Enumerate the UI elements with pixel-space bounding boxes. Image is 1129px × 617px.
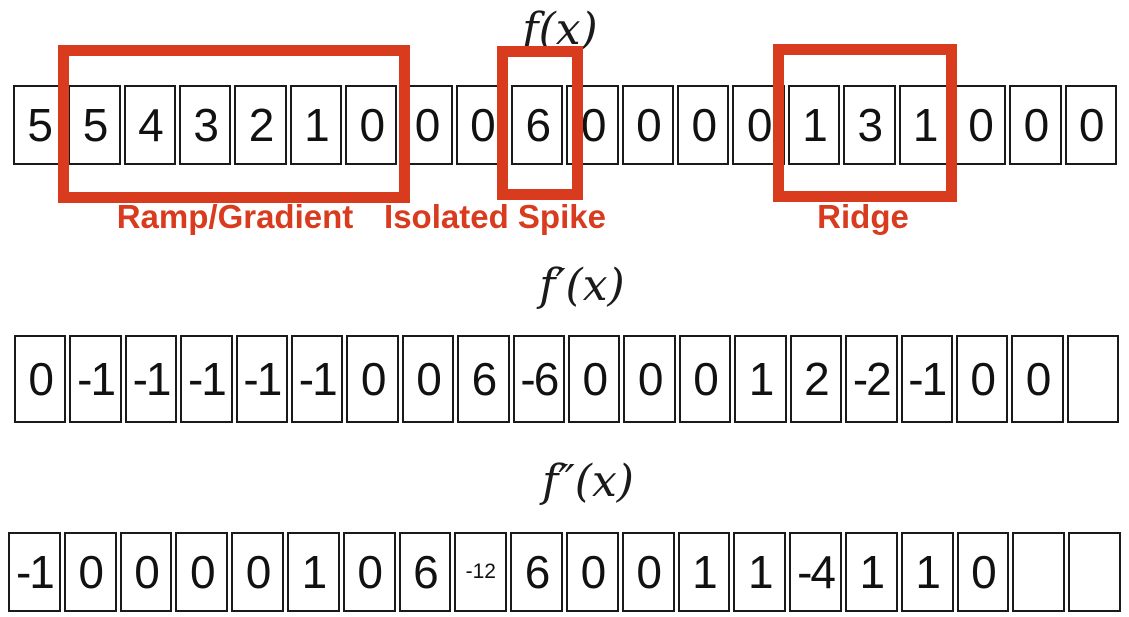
cell: 1: [677, 532, 731, 612]
cell: 0: [1009, 85, 1062, 165]
cell: 0: [955, 335, 1009, 423]
ramp-gradient-label: Ramp/Gradient: [116, 198, 354, 235]
cell: 0: [342, 532, 396, 612]
cell: 1: [733, 532, 787, 612]
cell: 0: [568, 335, 621, 423]
cell: 1: [898, 85, 951, 165]
cell: 0: [566, 85, 619, 165]
f-prime-of-x-label: f′(x): [539, 260, 625, 311]
cell: -4: [789, 532, 842, 612]
cell: 0: [401, 335, 455, 423]
cell: -1: [8, 532, 61, 612]
cell: 0: [400, 85, 453, 165]
cell: 0: [623, 335, 676, 423]
cell: [1012, 532, 1066, 612]
cell: -6: [512, 335, 566, 423]
cell: 6: [510, 532, 563, 612]
cell: [1068, 532, 1121, 612]
cell: 0: [1011, 335, 1064, 423]
cell: -1: [124, 335, 178, 423]
cell: 0: [345, 85, 398, 165]
cell: 4: [123, 85, 177, 165]
cell: -1: [235, 335, 289, 423]
cell: 0: [63, 532, 117, 612]
cell: 0: [1064, 85, 1117, 165]
cell: -1: [900, 335, 953, 423]
cell: 5: [13, 85, 66, 165]
cell: 0: [346, 335, 399, 423]
cell: -2: [845, 335, 898, 423]
cell: -1: [69, 335, 122, 423]
cell: 1: [286, 532, 340, 612]
cell: 2: [234, 85, 287, 165]
cell: 0: [621, 85, 675, 165]
ridge-label: Ridge: [817, 198, 909, 235]
f-of-x-label: f(x): [522, 4, 598, 55]
cell: 0: [953, 85, 1007, 165]
cell: 3: [179, 85, 232, 165]
f-double-prime-of-x-label: f″(x): [542, 456, 634, 507]
cell: 0: [956, 532, 1010, 612]
cell: 0: [732, 85, 785, 165]
cell: 1: [844, 532, 898, 612]
cell: 0: [621, 532, 675, 612]
cell: 0: [119, 532, 173, 612]
cell: -1: [180, 335, 233, 423]
cell: 0: [231, 532, 284, 612]
cell: 2: [789, 335, 843, 423]
cell: -1: [291, 335, 344, 423]
cell: 0: [455, 85, 509, 165]
cell: 1: [734, 335, 787, 423]
cell: 1: [289, 85, 343, 165]
isolated-spike-label: Isolated Spike: [384, 198, 606, 235]
cell: 0: [175, 532, 229, 612]
cell: 6: [511, 85, 564, 165]
cell: 5: [68, 85, 121, 165]
cell: 6: [457, 335, 510, 423]
cell: 0: [14, 335, 67, 423]
cell: 1: [787, 85, 841, 165]
cell: 0: [565, 532, 619, 612]
cell: 0: [677, 85, 730, 165]
cell: 0: [678, 335, 732, 423]
cell: -12: [454, 532, 508, 612]
cell: 3: [843, 85, 896, 165]
cell: 6: [398, 532, 452, 612]
cell: [1066, 335, 1120, 423]
cell: 1: [900, 532, 954, 612]
